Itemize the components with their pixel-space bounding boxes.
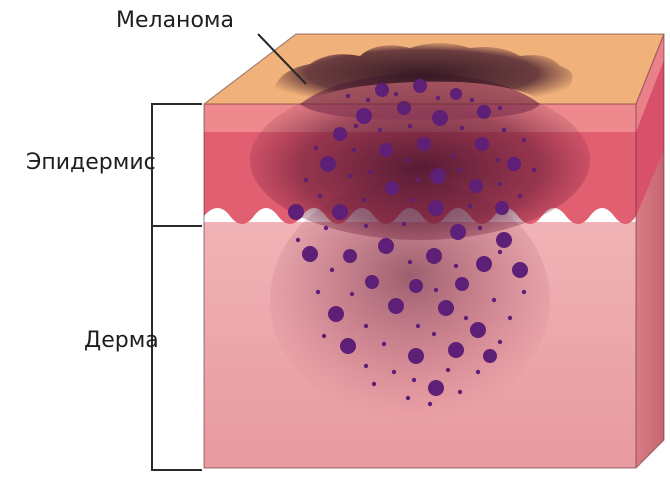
dermis-bracket — [152, 226, 202, 470]
epidermis-bracket — [152, 104, 202, 226]
epidermis-label: Эпидермис — [26, 152, 156, 174]
melanoma-label: Меланома — [116, 10, 234, 32]
dermis-label: Дерма — [84, 330, 159, 352]
